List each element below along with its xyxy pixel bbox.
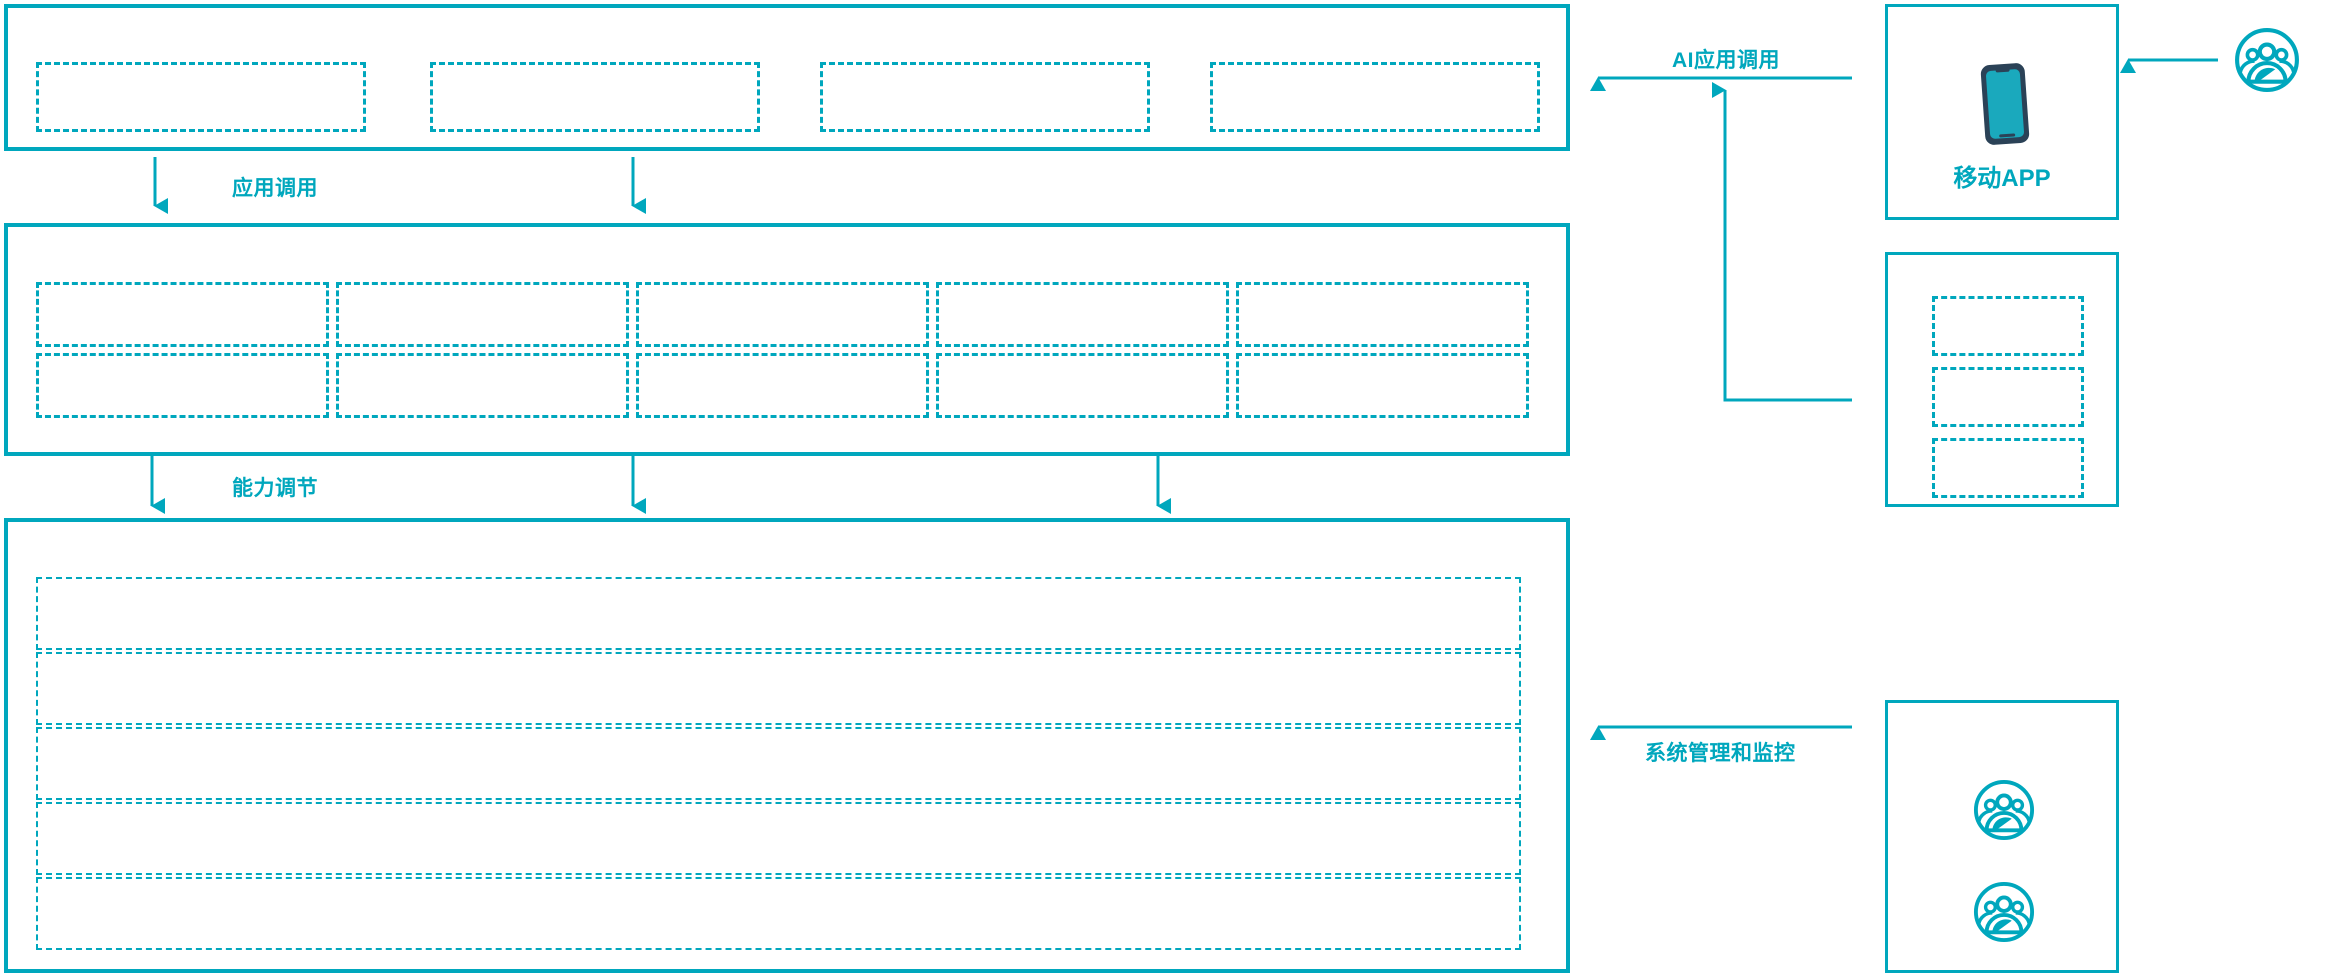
capability-cell[interactable] [36, 282, 329, 347]
infrastructure-row[interactable] [36, 652, 1521, 725]
users-group-icon[interactable] [2234, 27, 2300, 93]
capability-cell[interactable] [936, 353, 1229, 418]
application-call-arrows [153, 157, 646, 214]
infrastructure-row[interactable] [36, 577, 1521, 650]
ai-application-call-label: AI应用调用 [1672, 49, 1780, 72]
application-layer-cell[interactable] [1210, 62, 1540, 132]
infrastructure-row[interactable] [36, 877, 1521, 950]
mobile-phone-icon [1980, 63, 2030, 145]
capability-cell[interactable] [636, 353, 929, 418]
capability-adjust-label: 能力调节 [232, 477, 318, 500]
operations-panel [1885, 700, 2119, 973]
users-group-icon[interactable] [1973, 779, 2035, 841]
ai-application-call-arrow [1590, 76, 1852, 402]
users-group-icon[interactable] [1973, 881, 2035, 943]
channel-cell[interactable] [1932, 367, 2084, 427]
channel-cell[interactable] [1932, 296, 2084, 356]
capability-layer [4, 223, 1570, 456]
channel-cell[interactable] [1932, 438, 2084, 498]
application-layer-cell[interactable] [430, 62, 760, 132]
system-management-label: 系统管理和监控 [1645, 742, 1796, 765]
application-layer-cell[interactable] [36, 62, 366, 132]
infrastructure-layer [4, 518, 1570, 973]
channel-panel [1885, 252, 2119, 507]
application-layer [4, 4, 1570, 151]
mobile-app-panel[interactable]: 移动APP [1885, 4, 2119, 220]
capability-cell[interactable] [336, 353, 629, 418]
application-call-label: 应用调用 [232, 177, 318, 200]
capability-cell[interactable] [1236, 353, 1529, 418]
capability-cell[interactable] [1236, 282, 1529, 347]
infrastructure-row[interactable] [36, 802, 1521, 875]
capability-cell[interactable] [36, 353, 329, 418]
infrastructure-row[interactable] [36, 727, 1521, 800]
capability-cell[interactable] [636, 282, 929, 347]
mobile-app-caption: 移动APP [1953, 165, 2051, 192]
capability-cell[interactable] [936, 282, 1229, 347]
capability-cell[interactable] [336, 282, 629, 347]
application-layer-cell[interactable] [820, 62, 1150, 132]
